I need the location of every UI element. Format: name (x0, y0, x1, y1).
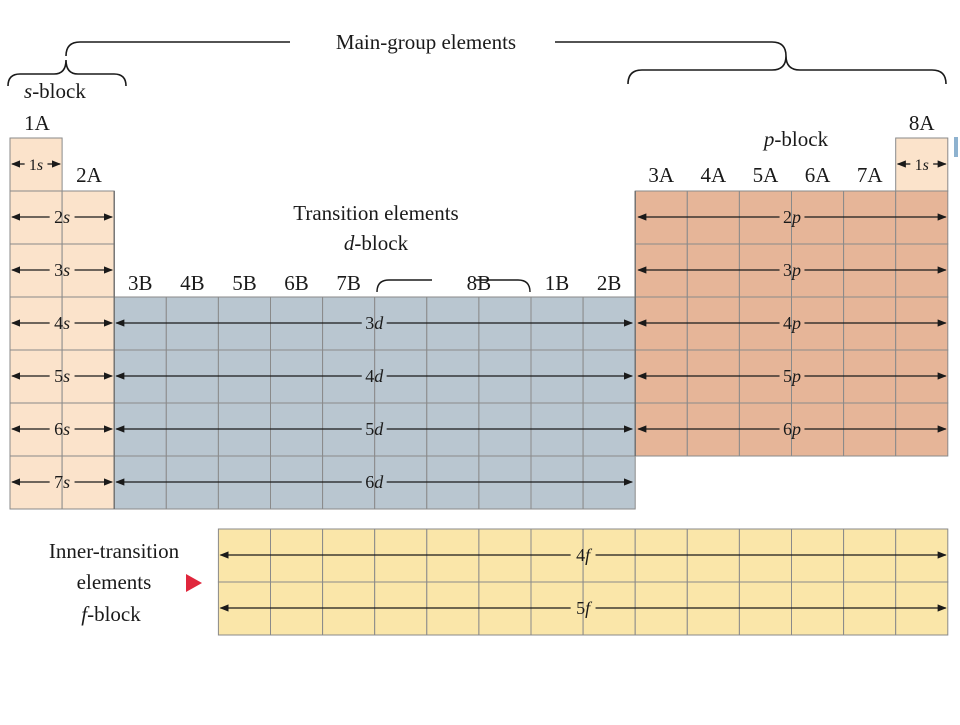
subshell-arrow-4p: 4p (637, 313, 947, 333)
edge-mark (954, 137, 958, 157)
group-label-1B: 1B (545, 271, 570, 295)
f-block-label-line3: f-block (81, 602, 141, 626)
group-label-8B: 8B (467, 271, 492, 295)
s-block-label: s-block (24, 79, 86, 103)
group-label-4A: 4A (701, 163, 728, 187)
d-block-title: Transition elements (293, 201, 458, 225)
f-block-pointer-marker (186, 574, 202, 592)
group-label-1A: 1A (24, 111, 51, 135)
s-block-brace (7, 59, 127, 87)
subshell-arrow-4d-label: 4d (365, 366, 384, 386)
main-group-brace (65, 41, 947, 85)
subshell-arrow-3d-label: 3d (365, 313, 384, 333)
group-label-5B: 5B (232, 271, 257, 295)
subshell-arrow-5d-label: 5d (365, 419, 384, 439)
subshell-arrow-6s-label: 6s (54, 419, 70, 439)
subshell-arrow-5f: 5f (219, 598, 947, 618)
subshell-arrow-3d: 3d (115, 313, 634, 333)
subshell-arrow-2p: 2p (637, 207, 947, 227)
subshell-arrow-1s: 1s (11, 157, 62, 174)
subshell-arrow-3p-label: 3p (783, 260, 801, 280)
subshell-arrow-6s: 6s (11, 419, 114, 439)
group-label-2B: 2B (597, 271, 622, 295)
group-label-8A: 8A (909, 111, 936, 135)
subshell-arrow-5s-label: 5s (54, 366, 70, 386)
subshell-arrow-5p: 5p (637, 366, 947, 386)
subshell-arrow-6p-label: 6p (783, 419, 801, 439)
group-label-3B: 3B (128, 271, 153, 295)
f-block-label-line2: elements (77, 570, 152, 594)
group-label-7A: 7A (857, 163, 884, 187)
subshell-arrow-he-1s-label: 1s (915, 157, 929, 174)
subshell-arrow-7s-label: 7s (54, 472, 70, 492)
main-group-label: Main-group elements (336, 30, 516, 54)
group-label-3A: 3A (648, 163, 675, 187)
d-block-label: d-block (344, 231, 409, 255)
subshell-arrow-2p-label: 2p (783, 207, 801, 227)
subshell-arrow-4p-label: 4p (783, 313, 801, 333)
subshell-arrow-3s: 3s (11, 260, 114, 280)
group-label-4B: 4B (180, 271, 205, 295)
subshell-arrow-5f-label: 5f (576, 598, 593, 618)
subshell-arrow-2s-label: 2s (54, 207, 70, 227)
group-label-7B: 7B (336, 271, 361, 295)
subshell-arrow-5d: 5d (115, 419, 634, 439)
subshell-arrow-4f: 4f (219, 545, 947, 565)
subshell-arrow-5s: 5s (11, 366, 114, 386)
subshell-arrow-1s-label: 1s (29, 157, 43, 174)
group-label-6B: 6B (284, 271, 309, 295)
subshell-arrow-6p: 6p (637, 419, 947, 439)
subshell-arrow-6d: 6d (115, 472, 634, 492)
subshell-arrow-4s-label: 4s (54, 313, 70, 333)
subshell-arrow-6d-label: 6d (365, 472, 384, 492)
group-labels: 3B 4B 5B 6B 7B 8B 1B 2B 3A 4A 5A 6A 7A 8A (128, 111, 935, 295)
f-block-label-line1: Inner-transition (49, 539, 180, 563)
subshell-arrow-7s: 7s (11, 472, 114, 492)
subshell-arrows: 1s 2s 3s 4s 5s 6s 7s 3d 4d 5d 6d 2p 3p 4p 5p 6p 1s 4f 5f (11, 157, 947, 618)
subshell-arrow-2s: 2s (11, 207, 114, 227)
subshell-arrow-3s-label: 3s (54, 260, 70, 280)
subshell-arrow-4s: 4s (11, 313, 114, 333)
group-label-5A: 5A (753, 163, 780, 187)
group-8B-bracket (376, 279, 531, 293)
subshell-arrow-he-1s: 1s (896, 157, 947, 174)
subshell-arrow-3p: 3p (637, 260, 947, 280)
subshell-arrow-4d: 4d (115, 366, 634, 386)
group-label-6A: 6A (805, 163, 832, 187)
group-label-2A: 2A (76, 163, 103, 187)
p-block-label: p-block (762, 127, 829, 151)
subshell-arrow-5p-label: 5p (783, 366, 801, 386)
subshell-arrow-4f-label: 4f (576, 545, 593, 565)
